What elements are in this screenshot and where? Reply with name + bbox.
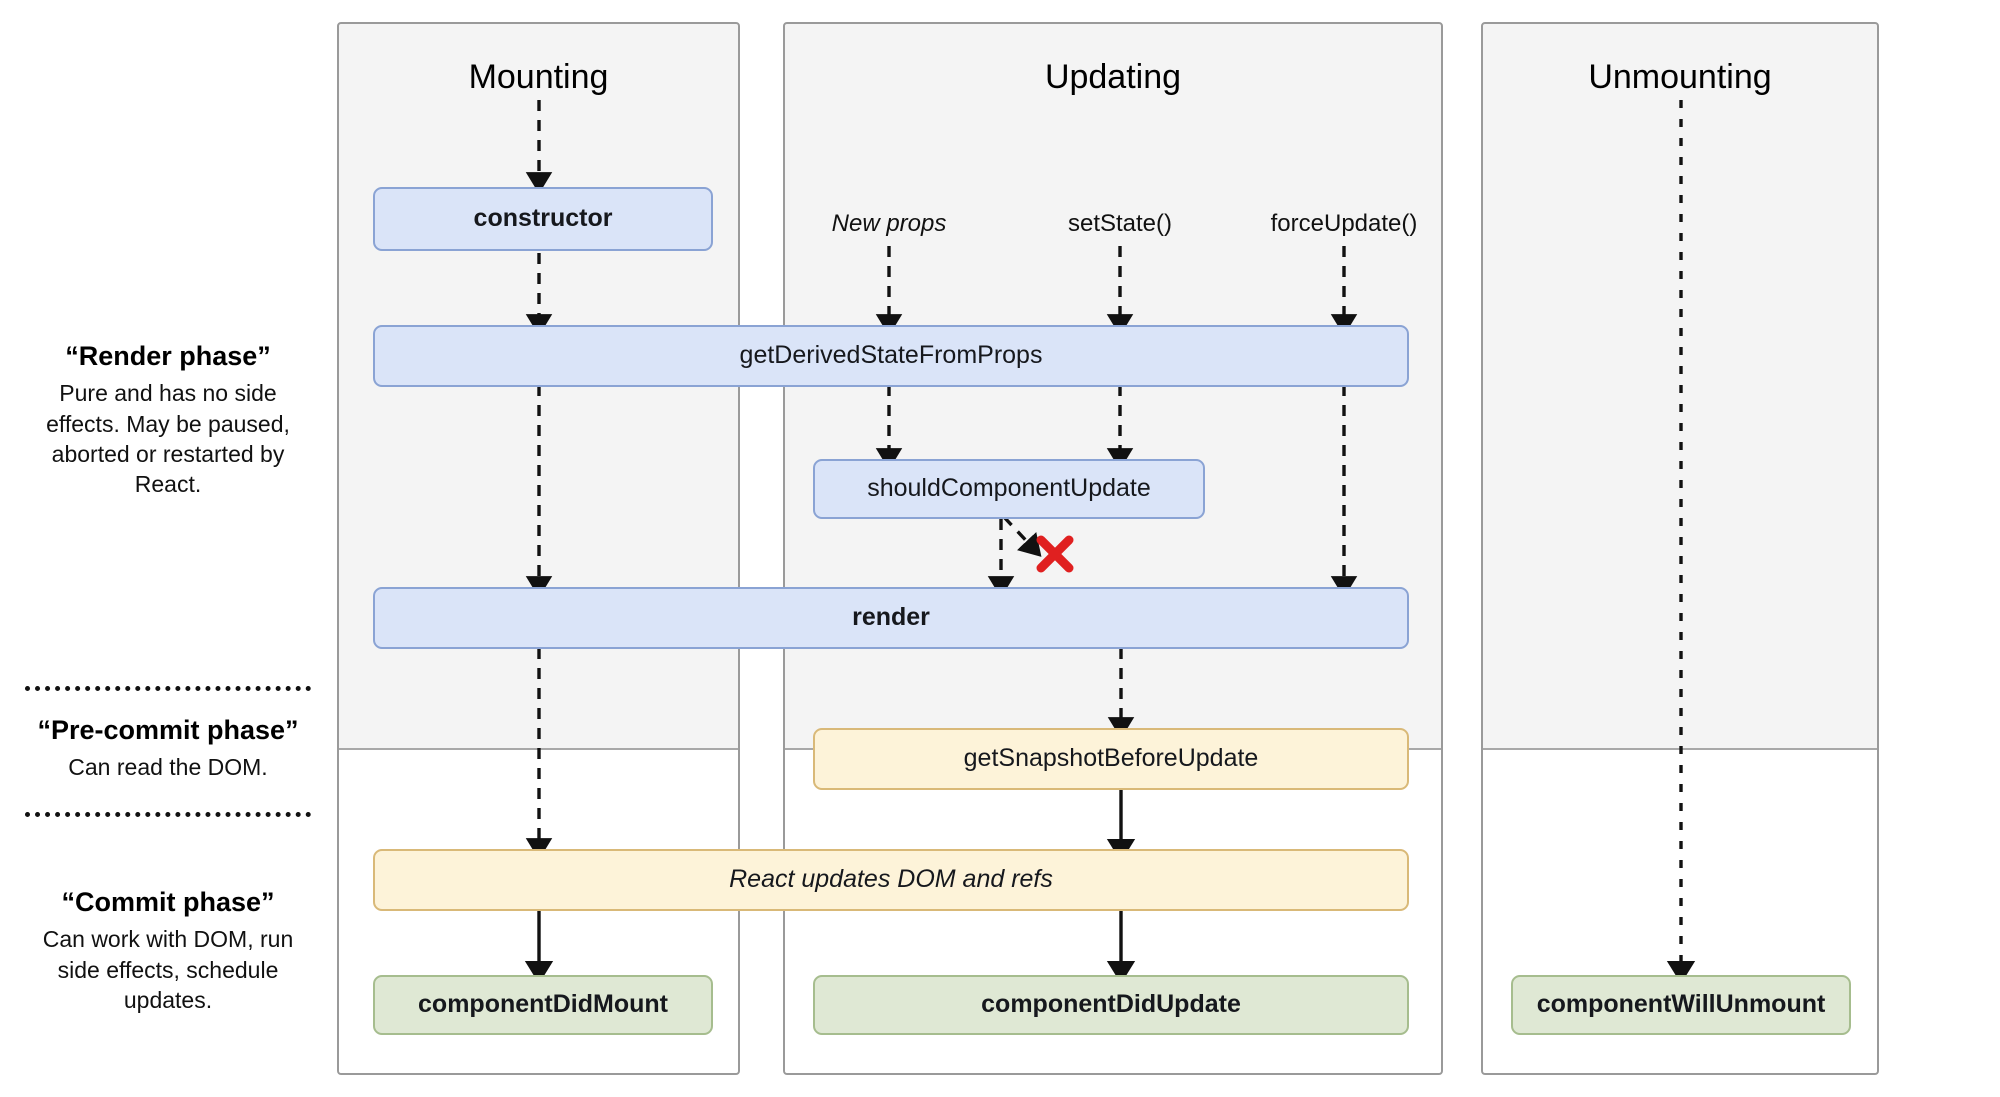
column-mounting <box>337 22 740 1075</box>
unmounting-phase-divider <box>1483 748 1877 750</box>
legend-commit-phase-title: “Commit phase” <box>61 887 275 917</box>
trigger-force-update: forceUpdate() <box>1270 210 1418 237</box>
trigger-new-props: New props <box>831 210 947 237</box>
node-render[interactable]: render <box>373 587 1409 649</box>
legend-render-phase: “Render phase” Pure and has no side effe… <box>25 340 311 500</box>
legend-pre-commit-phase-desc: Can read the DOM. <box>68 754 268 781</box>
column-unmounting <box>1481 22 1879 1075</box>
node-get-derived-state-from-props[interactable]: getDerivedStateFromProps <box>373 325 1409 387</box>
node-react-updates-dom-and-refs[interactable]: React updates DOM and refs <box>373 849 1409 911</box>
node-component-will-unmount[interactable]: componentWillUnmount <box>1511 975 1851 1035</box>
node-get-snapshot-before-update[interactable]: getSnapshotBeforeUpdate <box>813 728 1409 790</box>
legend-render-phase-title: “Render phase” <box>65 341 271 371</box>
column-title-updating: Updating <box>1044 58 1182 96</box>
mounting-phase-divider <box>339 748 738 750</box>
legend-commit-phase: “Commit phase” Can work with DOM, run si… <box>25 886 311 1015</box>
trigger-set-state: setState() <box>1067 210 1173 237</box>
legend-divider-top <box>25 686 311 691</box>
node-component-did-update[interactable]: componentDidUpdate <box>813 975 1409 1035</box>
node-component-did-mount[interactable]: componentDidMount <box>373 975 713 1035</box>
column-title-unmounting: Unmounting <box>1588 58 1772 96</box>
legend-divider-bottom <box>25 812 311 817</box>
legend-pre-commit-phase-title: “Pre-commit phase” <box>37 715 299 745</box>
column-updating <box>783 22 1443 1075</box>
column-title-mounting: Mounting <box>468 58 609 96</box>
node-constructor[interactable]: constructor <box>373 187 713 251</box>
legend-commit-phase-desc: Can work with DOM, run side effects, sch… <box>42 926 294 1014</box>
legend-render-phase-desc: Pure and has no side effects. May be pau… <box>46 380 290 498</box>
node-should-component-update[interactable]: shouldComponentUpdate <box>813 459 1205 519</box>
legend-pre-commit-phase: “Pre-commit phase” Can read the DOM. <box>25 714 311 783</box>
